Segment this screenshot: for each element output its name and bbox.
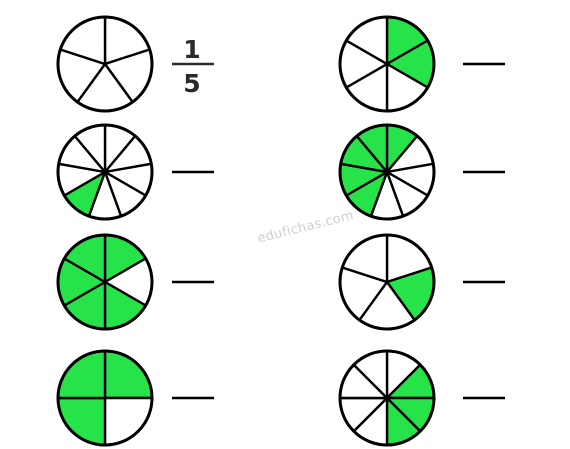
fraction-circle-left-3: [56, 233, 154, 331]
circle-outline: [56, 233, 154, 331]
fraction-circle-right-2: [338, 123, 436, 221]
circle-outline: [338, 349, 436, 447]
circle-outline: [56, 15, 154, 113]
fraction-circle-right-4: [338, 349, 436, 447]
circle-outline: [338, 123, 436, 221]
fraction-circle-left-4: [56, 349, 154, 447]
circle-outline: [56, 123, 154, 221]
circle-outline: [56, 349, 154, 447]
example-numerator: 1: [183, 35, 201, 64]
fraction-circle-right-3: [338, 233, 436, 331]
fraction-circle-left-2: [56, 123, 154, 221]
fraction-circle-left-1: [56, 15, 154, 113]
fraction-circle-right-1: [338, 15, 436, 113]
circle-outline: [338, 233, 436, 331]
circle-outline: [338, 15, 436, 113]
example-denominator: 5: [183, 69, 201, 98]
